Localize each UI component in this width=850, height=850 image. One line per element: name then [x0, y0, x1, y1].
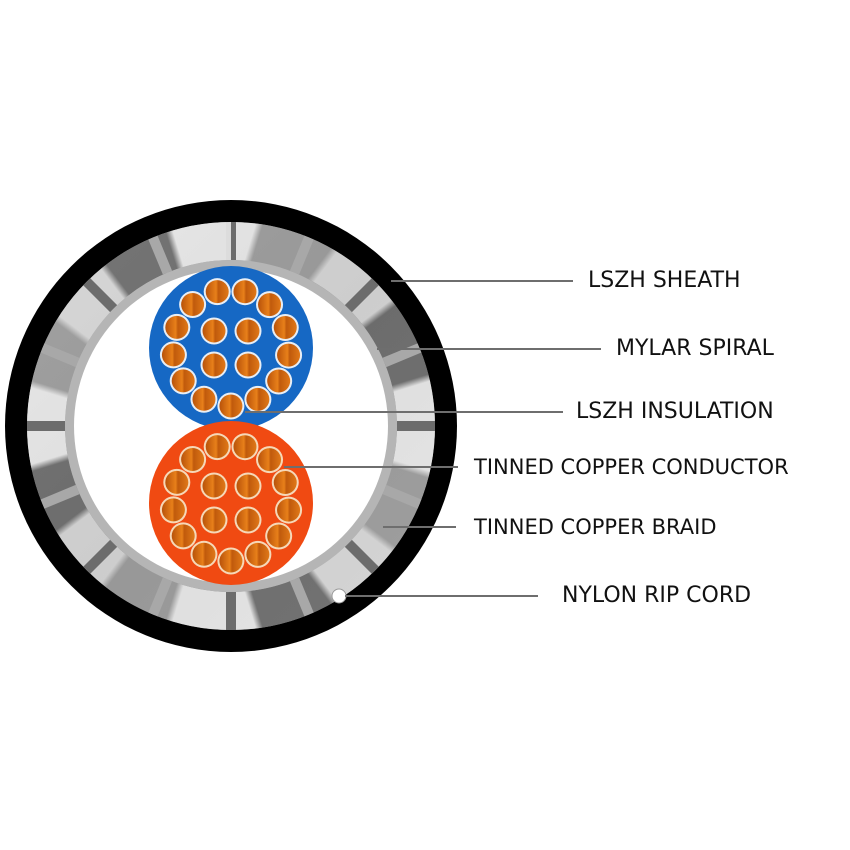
conductor-strand	[277, 498, 301, 522]
conductor-strand	[181, 448, 205, 472]
conductor-strand	[161, 343, 185, 367]
conductor-strand	[258, 448, 282, 472]
conductor-strand	[202, 319, 226, 343]
conductor-strand	[236, 353, 260, 377]
nylon-rip-cord-icon	[331, 588, 347, 604]
conductor-strand	[205, 280, 229, 304]
conductor-strand	[246, 542, 270, 566]
conductor-strand	[192, 387, 216, 411]
conductor-strand	[246, 387, 270, 411]
conductor-strand	[202, 474, 226, 498]
conductor-strand	[273, 316, 297, 340]
conductor-strand	[267, 369, 291, 393]
conductor-strand	[171, 369, 195, 393]
conductor-strand	[165, 470, 189, 494]
core-2-orange	[149, 421, 313, 585]
label-nylon-rip-cord: NYLON RIP CORD	[562, 583, 752, 608]
conductor-strand	[233, 280, 257, 304]
conductor-strand	[181, 293, 205, 317]
conductor-strand	[165, 315, 189, 339]
leader-lines	[245, 280, 601, 597]
conductor-strand	[192, 542, 216, 566]
conductor-strand	[236, 508, 260, 532]
conductor-strand	[236, 319, 260, 343]
conductor-strand	[233, 435, 257, 459]
label-tinned-copper-conductor: TINNED COPPER CONDUCTOR	[474, 455, 789, 479]
label-lszh-insulation: LSZH INSULATION	[576, 399, 774, 424]
label-mylar-spiral: MYLAR SPIRAL	[616, 336, 774, 361]
conductor-strand	[202, 508, 226, 532]
conductor-strand	[258, 293, 282, 317]
conductor-strand	[273, 471, 297, 495]
conductor-strand	[202, 353, 226, 377]
conductor-strand	[171, 524, 195, 548]
conductor-strand	[236, 474, 260, 498]
core-1-blue	[149, 266, 313, 430]
conductor-strand	[219, 394, 243, 418]
conductor-strand	[277, 343, 301, 367]
conductor-strand	[161, 498, 185, 522]
label-tinned-copper-braid: TINNED COPPER BRAID	[474, 515, 717, 539]
label-lszh-sheath: LSZH SHEATH	[588, 268, 741, 293]
conductor-strand	[219, 549, 243, 573]
conductor-strand	[267, 524, 291, 548]
conductor-strand	[205, 435, 229, 459]
